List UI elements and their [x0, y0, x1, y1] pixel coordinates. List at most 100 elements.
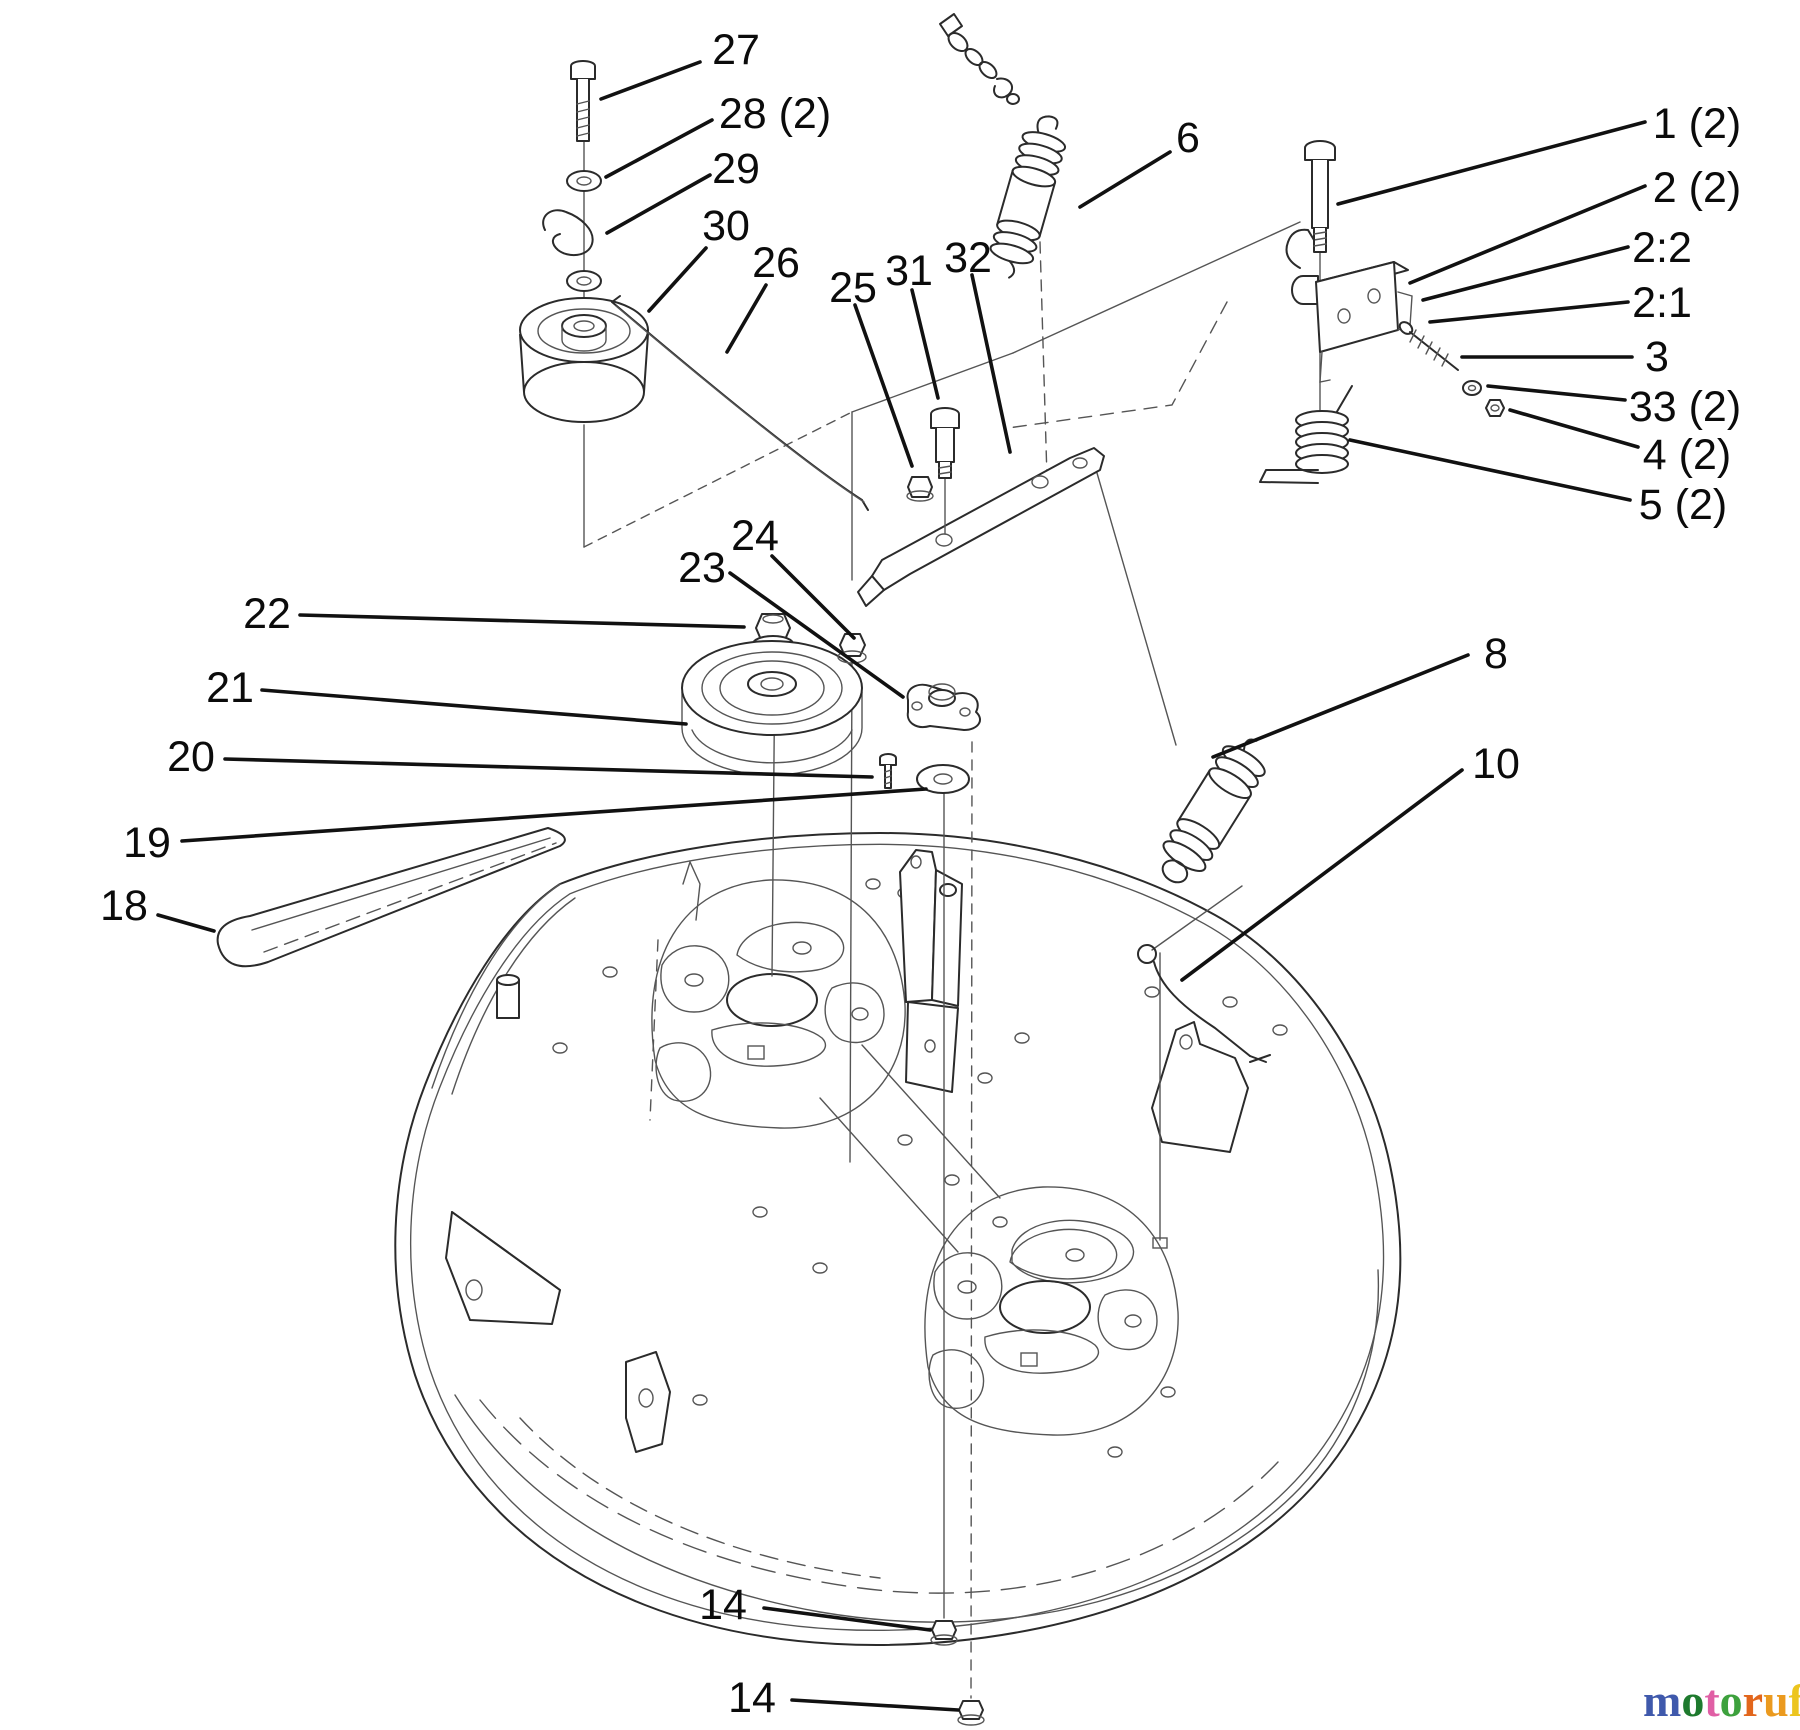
leader-2-1 [1428, 300, 1630, 324]
callout-label-30: 30 [702, 202, 750, 250]
leader-2-2 [1421, 245, 1630, 302]
spindle-plate-right [928, 1228, 1158, 1410]
torsion-spring-5 [1259, 385, 1353, 484]
leader-27 [599, 60, 702, 101]
nut-4 [1485, 399, 1505, 417]
leader-30 [647, 246, 708, 313]
callout-label-32: 32 [944, 234, 992, 282]
callout-labels: 27 28 (2) 29 30 26 25 31 32 6 1 (2) 2 (2… [100, 26, 1741, 1722]
deck-outer-rim [394, 832, 1402, 1646]
leader-14a [762, 1606, 932, 1632]
watermark-letter: u [1763, 1675, 1789, 1726]
callout-label-27: 27 [712, 26, 760, 74]
mower-deck [394, 832, 1402, 1646]
deck-channel-right [924, 1186, 1179, 1436]
leader-lines [156, 60, 1647, 1712]
nut-14-lower [957, 1700, 985, 1726]
deck-skirt-line [479, 1399, 1279, 1594]
callout-label-2-1: 2:1 [1632, 279, 1692, 327]
deck-skirt-line [454, 1269, 1380, 1623]
deck-fold-dashed [649, 939, 659, 1121]
bolt-1 [1304, 140, 1336, 253]
watermark-letter: o [1720, 1675, 1743, 1726]
leader-6 [1078, 150, 1172, 209]
watermark-logo: motoruf.de [1643, 1675, 1800, 1726]
callout-label-2-2: 2:2 [1632, 224, 1692, 272]
leader-20 [223, 757, 874, 779]
watermark-letter: r [1743, 1675, 1763, 1726]
deck-channel-left [651, 879, 906, 1129]
leader-19 [180, 787, 928, 843]
watermark-letter: o [1681, 1675, 1704, 1726]
bolt-20 [879, 753, 897, 789]
callout-label-26: 26 [752, 239, 800, 287]
spring-bolt-3 [1398, 321, 1459, 371]
leader-33 [1486, 384, 1627, 402]
leader-5 [1348, 438, 1632, 502]
callout-label-25: 25 [829, 264, 877, 312]
callout-label-6: 6 [1176, 114, 1200, 162]
callout-label-2: 2 (2) [1653, 164, 1741, 212]
deck-channel-spine [861, 1044, 1001, 1199]
pivot-bracket-23 [906, 683, 981, 731]
leader-18 [156, 913, 216, 933]
callout-label-8: 8 [1484, 630, 1508, 678]
leader-28 [604, 118, 714, 179]
callout-label-23: 23 [678, 544, 726, 592]
callout-label-14a: 14 [699, 1581, 747, 1629]
leader-23 [728, 571, 905, 699]
leader-2 [1408, 184, 1647, 285]
callout-label-20: 20 [167, 733, 215, 781]
leader-22 [298, 613, 746, 629]
callout-label-21: 21 [206, 664, 254, 712]
watermark-letter: m [1643, 1675, 1681, 1726]
washer-19 [916, 764, 970, 794]
link-bracket-2 [1285, 228, 1413, 383]
projection-lines [583, 79, 1321, 1699]
deck-front-tab-small [625, 1351, 671, 1453]
callout-label-5: 5 (2) [1639, 481, 1727, 529]
callout-label-28: 28 (2) [719, 90, 831, 138]
callout-label-18: 18 [100, 882, 148, 930]
v-belt [216, 827, 566, 968]
deck-channel-spine [819, 1097, 959, 1253]
washer-28-top [566, 170, 602, 192]
leader-1 [1336, 120, 1647, 206]
callout-label-33: 33 (2) [1629, 383, 1741, 431]
nut-14-upper [930, 1620, 958, 1646]
shoulder-bolt-31 [930, 407, 960, 535]
deck-notch [682, 860, 701, 921]
hook-29 [542, 209, 594, 257]
leader-26 [725, 283, 768, 354]
nut-25 [906, 476, 934, 502]
leader-25 [853, 303, 914, 468]
watermark-letter: t [1704, 1675, 1720, 1726]
leader-4 [1508, 408, 1640, 449]
leader-24 [770, 554, 856, 640]
washer-28-bottom [566, 270, 602, 292]
leader-29 [605, 173, 712, 235]
callout-label-3: 3 [1645, 333, 1669, 381]
deck-inner-rim [409, 843, 1385, 1631]
callout-label-14b: 14 [728, 1674, 776, 1722]
washer-33 [1462, 380, 1482, 396]
rod-10 [1137, 944, 1267, 1063]
spring-8 [1161, 738, 1266, 884]
callout-label-1: 1 (2) [1653, 100, 1741, 148]
callout-label-24: 24 [731, 512, 779, 560]
idler-pulley-30 [519, 297, 649, 423]
deck-right-bracket [1151, 1021, 1271, 1153]
spring-6 [989, 115, 1067, 279]
callout-label-31: 31 [885, 247, 933, 295]
leader-14b [790, 1698, 960, 1712]
deck-skirt-line [519, 1417, 881, 1579]
leader-32 [970, 273, 1012, 454]
deck-top-bracket [899, 849, 963, 1093]
callout-label-4: 4 (2) [1643, 431, 1731, 479]
bolt-27 [570, 60, 596, 142]
deck-left-fold [431, 883, 561, 1089]
leader-10 [1180, 768, 1464, 982]
leader-21 [260, 688, 688, 726]
